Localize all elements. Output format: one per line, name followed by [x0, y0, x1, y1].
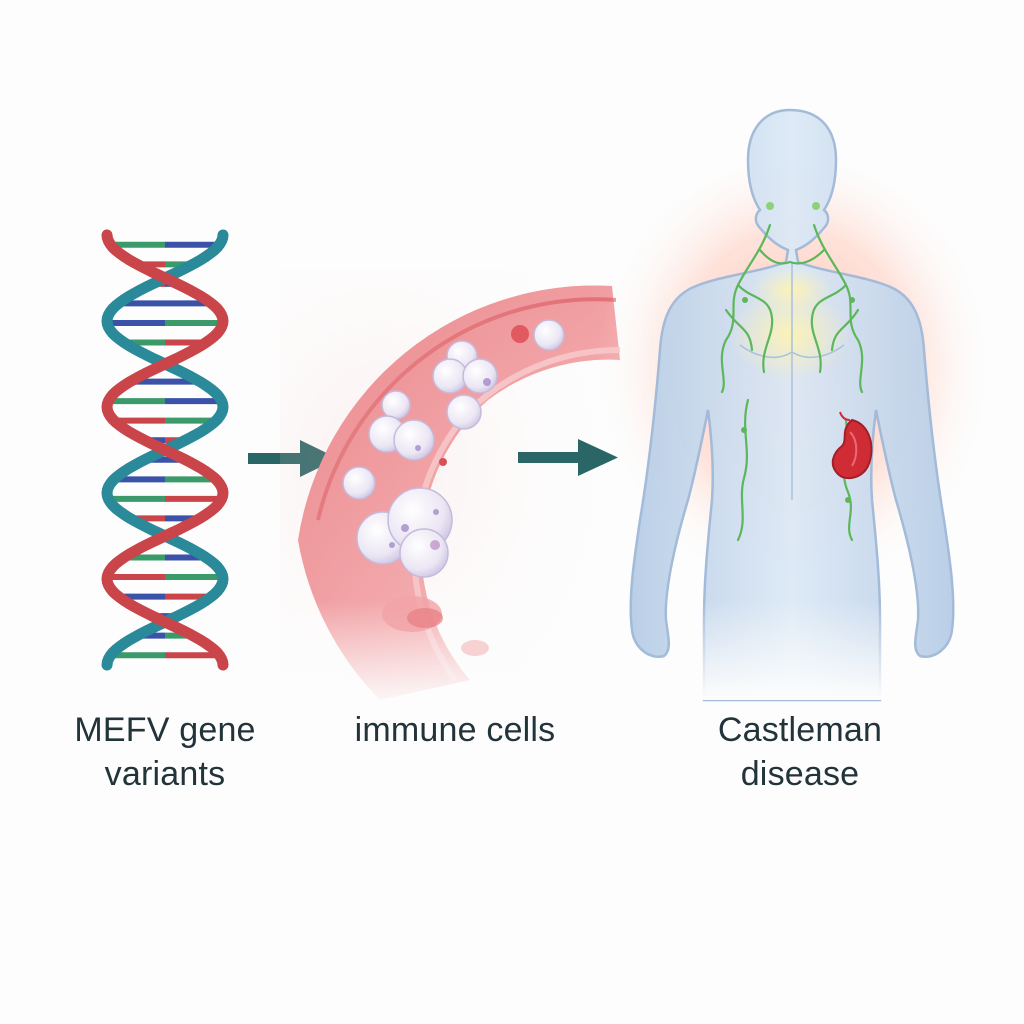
label-castleman-line2: disease — [740, 755, 860, 793]
human-body-icon — [595, 108, 995, 702]
dna-helix-icon — [101, 229, 229, 671]
arrow-right-icon — [518, 439, 618, 476]
label-castleman-line1: Castleman — [717, 711, 883, 749]
lymph-vessel-icon — [720, 202, 864, 542]
label-mefv-gene-variants: MEFV gene variants — [40, 708, 290, 796]
spleen-icon — [831, 411, 873, 480]
immune-cell-icon — [342, 319, 565, 578]
label-mefv-line1: MEFV gene — [74, 711, 256, 749]
label-castleman-disease: Castleman disease — [640, 708, 960, 796]
dna-strand-red — [101, 229, 229, 671]
blood-vessel-icon — [280, 270, 640, 710]
label-mefv-line2: variants — [104, 755, 226, 793]
label-immune-cells: immune cells — [354, 711, 556, 749]
